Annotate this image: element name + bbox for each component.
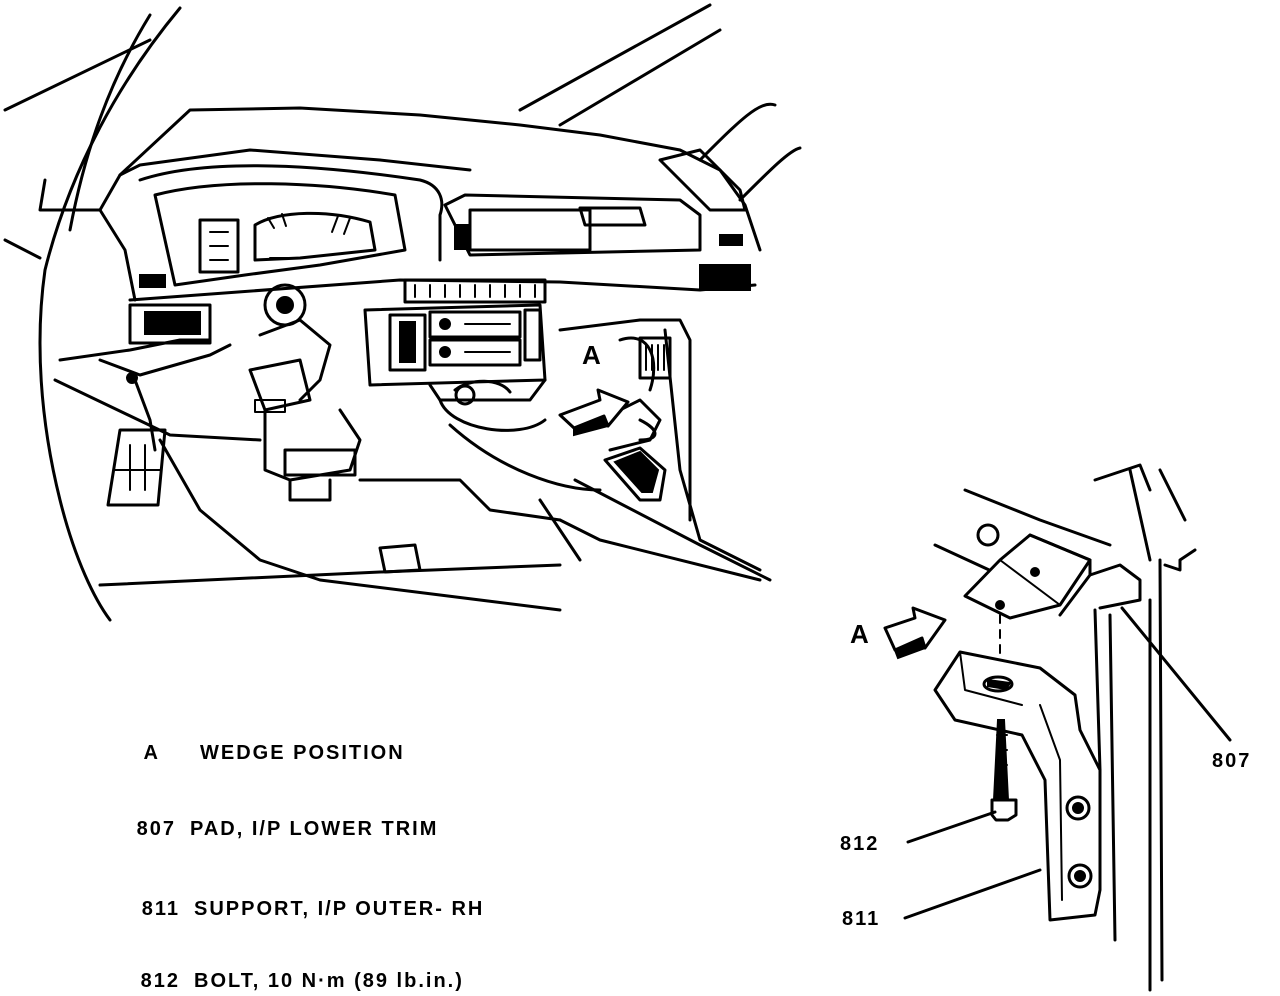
legend-text: BOLT, 10 N·m (89 lb.in.) bbox=[194, 969, 464, 992]
detail-wedge-arrow-a: A bbox=[850, 606, 947, 660]
view-a-label: A bbox=[582, 340, 601, 370]
legend-key: A bbox=[143, 741, 160, 764]
detail-illustration bbox=[933, 463, 1197, 992]
legend-item: 812 BOLT, 10 N·m (89 lb.in.) bbox=[120, 966, 464, 996]
legend-text: WEDGE POSITION bbox=[200, 741, 405, 764]
callout-807: 807 bbox=[1212, 750, 1251, 772]
dashboard-illustration bbox=[3, 3, 802, 622]
legend-item: 811 SUPPORT, I/P OUTER- RH bbox=[120, 894, 484, 924]
legend-item: A WEDGE POSITION bbox=[120, 738, 405, 768]
legend-key: 807 bbox=[136, 817, 176, 840]
callout-812: 812 bbox=[840, 833, 879, 855]
legend-text: SUPPORT, I/P OUTER- RH bbox=[194, 897, 485, 920]
callouts: 807 812 811 bbox=[840, 606, 1251, 930]
detail-a-label: A bbox=[850, 619, 869, 649]
legend-key: 811 bbox=[141, 897, 180, 920]
legend-text: PAD, I/P LOWER TRIM bbox=[190, 817, 439, 840]
legend-key: 812 bbox=[140, 969, 180, 992]
callout-811: 811 bbox=[842, 908, 880, 930]
wedge-arrow-a: A bbox=[558, 340, 630, 437]
legend-item: 807 PAD, I/P LOWER TRIM bbox=[120, 814, 438, 844]
